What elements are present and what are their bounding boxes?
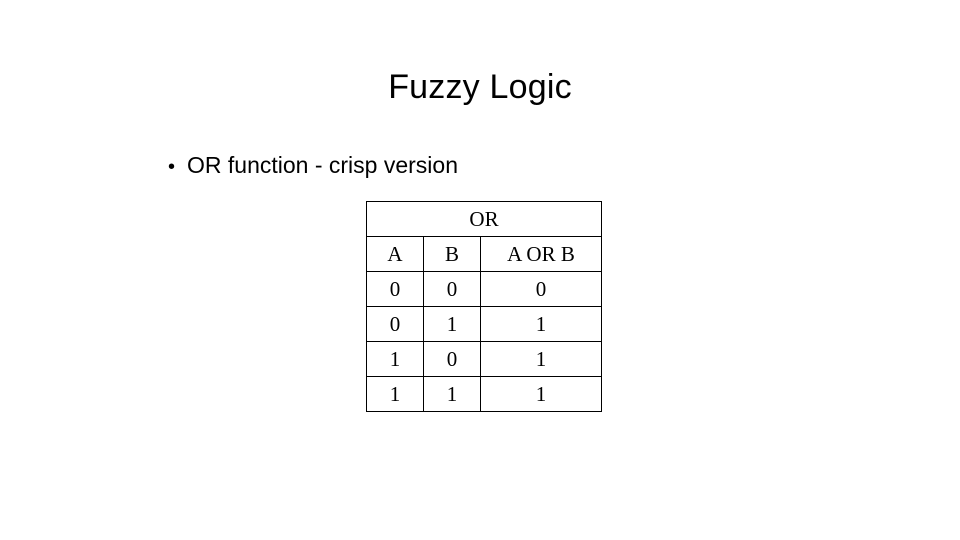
column-header-result: A OR B — [480, 236, 602, 272]
bullet-list: • OR function - crisp version — [168, 152, 808, 180]
cell-a: 0 — [366, 271, 424, 307]
table-caption-row: OR — [366, 201, 602, 237]
table-row: 1 0 1 — [366, 341, 602, 377]
table-row: 1 1 1 — [366, 376, 602, 412]
list-item-label: OR function - crisp version — [187, 152, 458, 178]
cell-b: 1 — [423, 306, 481, 342]
cell-result: 1 — [480, 306, 602, 342]
cell-a: 0 — [366, 306, 424, 342]
cell-b: 0 — [423, 341, 481, 377]
truth-table-container: OR A B A OR B 0 0 0 0 1 1 1 — [366, 201, 602, 412]
cell-a: 1 — [366, 341, 424, 377]
table-row: 0 1 1 — [366, 306, 602, 342]
cell-b: 0 — [423, 271, 481, 307]
page-title: Fuzzy Logic — [388, 68, 572, 106]
list-item: • OR function - crisp version — [168, 152, 808, 180]
cell-result: 0 — [480, 271, 602, 307]
table-row: 0 0 0 — [366, 271, 602, 307]
cell-result: 1 — [480, 341, 602, 377]
column-header-b: B — [423, 236, 481, 272]
cell-result: 1 — [480, 376, 602, 412]
cell-b: 1 — [423, 376, 481, 412]
bullet-dot-icon: • — [168, 156, 176, 178]
column-header-a: A — [366, 236, 424, 272]
table-caption-cell: OR — [366, 201, 602, 237]
truth-table: OR A B A OR B 0 0 0 0 1 1 1 — [366, 201, 602, 412]
cell-a: 1 — [366, 376, 424, 412]
table-header-row: A B A OR B — [366, 236, 602, 272]
